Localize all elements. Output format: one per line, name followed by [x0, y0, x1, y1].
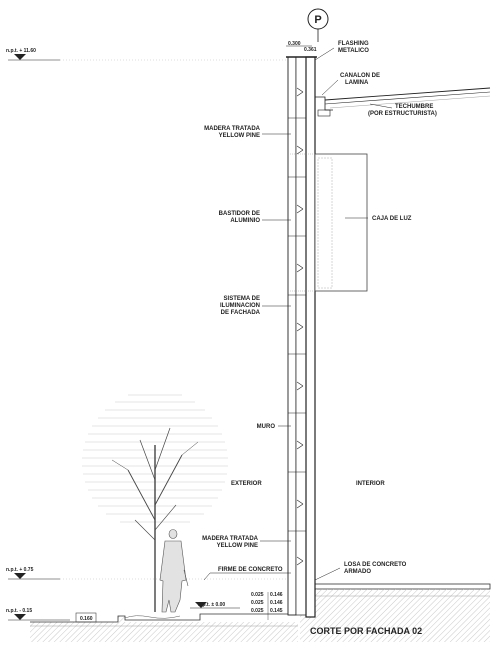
light-box	[290, 153, 368, 292]
label-techumbre-2: (POR ESTRUCTURISTA)	[368, 111, 437, 117]
label-madera-bottom-2: YELLOW PINE	[217, 543, 258, 549]
annotation-techumbre: TECHUMBRE (POR ESTRUCTURISTA)	[368, 104, 437, 117]
dim-d2: 0.025	[251, 600, 264, 606]
level-low-label: n.p.t. - 0.15	[6, 608, 32, 614]
dim-d3: 0.025	[251, 608, 264, 614]
level-marker-low: n.p.t. - 0.15	[6, 608, 70, 621]
label-caja-de-luz: CAJA DE LUZ	[372, 216, 412, 222]
annotation-bastidor: BASTIDOR DE ALUMINIO	[219, 211, 261, 224]
label-interior: INTERIOR	[356, 481, 385, 487]
level-marker-top: n.p.t. + 11.60	[6, 48, 288, 61]
facade-wall	[286, 56, 317, 618]
dim-wall-inner: 0.361	[304, 47, 317, 53]
label-bastidor-2: ALUMINIO	[230, 218, 260, 224]
label-sistema-1: SISTEMA DE	[224, 296, 260, 302]
label-losa-2: ARMADO	[344, 569, 371, 575]
annotation-madera-bottom: MADERA TRATADA YELLOW PINE	[202, 536, 259, 549]
leader-lines	[203, 47, 393, 581]
annotation-losa: LOSA DE CONCRETO ARMADO	[344, 562, 407, 575]
dim-step: 0.160	[80, 616, 93, 622]
dim-wall-outer: 0.300	[288, 41, 301, 47]
dim-d1: 0.025	[251, 592, 264, 598]
annotation-madera-top: MADERA TRATADA YELLOW PINE	[204, 126, 261, 139]
bottom-dimensions: 0.025 0.025 0.025 0.146 0.146 0.145	[251, 592, 283, 620]
grid-bubble-label: P	[314, 14, 321, 26]
ground-interior	[299, 583, 491, 642]
label-canalon-2: LAMINA	[345, 80, 369, 86]
label-flashing-2: METALICO	[338, 48, 369, 54]
label-flashing-1: FLASHING	[338, 41, 369, 47]
dim-d4: 0.146	[270, 592, 283, 598]
annotation-flashing: FLASHING METALICO	[338, 41, 369, 54]
level-mid-label: n.p.t. + 0.75	[6, 567, 34, 573]
label-madera-top-2: YELLOW PINE	[219, 133, 260, 139]
label-madera-bottom-1: MADERA TRATADA	[202, 536, 259, 542]
drawing-title: CORTE POR FACHADA 02	[310, 626, 422, 636]
person-figure	[159, 529, 189, 613]
ground-exterior: 0.160	[30, 612, 298, 642]
label-sistema-3: DE FACHADA	[221, 310, 261, 316]
label-canalon-1: CANALON DE	[340, 73, 380, 79]
label-losa-1: LOSA DE CONCRETO	[344, 562, 407, 568]
label-bastidor-1: BASTIDOR DE	[219, 211, 260, 217]
dim-d5: 0.146	[270, 600, 283, 606]
label-muro: MURO	[257, 424, 276, 430]
top-dimensions: 0.300 0.361	[286, 41, 317, 53]
level-top-label: n.p.t. + 11.60	[6, 48, 36, 54]
label-firme: FIRME DE CONCRETO	[218, 567, 283, 573]
label-madera-top-1: MADERA TRATADA	[204, 126, 261, 132]
tree-trunk	[111, 427, 199, 612]
roof-gutter	[315, 87, 491, 117]
label-sistema-2: ILUMINACION	[220, 303, 260, 309]
label-techumbre-1: TECHUMBRE	[395, 104, 433, 110]
level-marker-floor: n.p.t. ± 0.00	[190, 602, 240, 609]
label-exterior: EXTERIOR	[231, 481, 262, 487]
annotation-canalon: CANALON DE LAMINA	[340, 73, 380, 86]
annotation-sistema: SISTEMA DE ILUMINACION DE FACHADA	[220, 296, 261, 316]
level-floor-label: n.p.t. ± 0.00	[198, 602, 225, 608]
grid-bubble: P	[307, 8, 329, 42]
dim-d6: 0.145	[270, 608, 283, 614]
